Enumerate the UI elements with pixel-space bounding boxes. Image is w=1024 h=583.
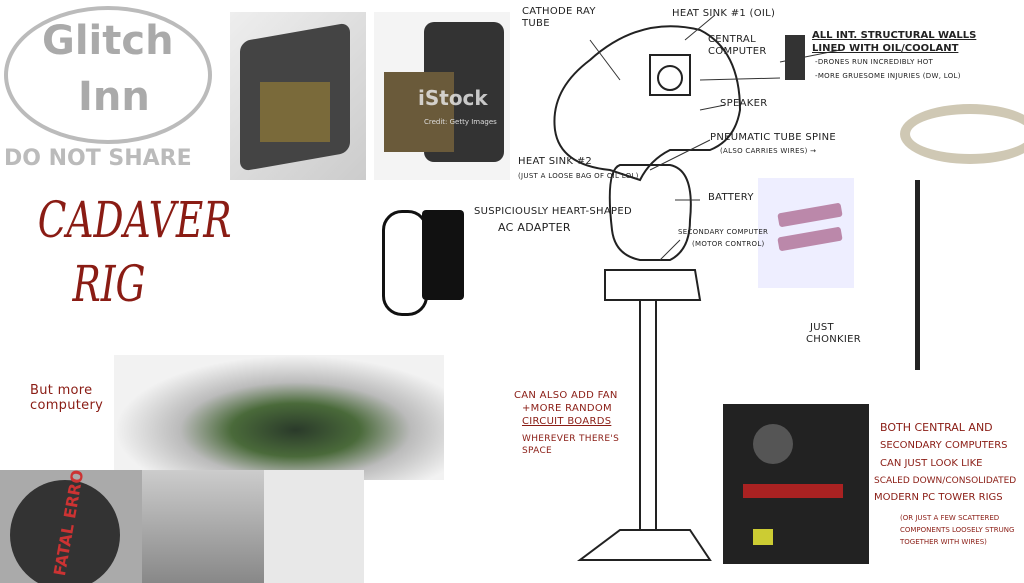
cadaver-rig-diagram <box>553 14 920 561</box>
stock-watermark: iStock <box>418 86 488 110</box>
pelvis <box>604 269 702 301</box>
battery-photo <box>758 178 854 288</box>
heat-sink-1-label: Heat Sink #1 (Oil) <box>672 8 776 19</box>
spine-sublabel: (Also carries wires) → <box>720 147 817 155</box>
crt-photo-2: iStock Credit: Getty Images <box>374 12 510 180</box>
secondary-computer-sublabel: (Motor Control) <box>692 240 765 248</box>
fan-note-1: Can also add fan <box>514 390 618 401</box>
spine-pole <box>639 299 657 531</box>
error-screen-frame-1: FATAL ERROR <box>0 470 142 583</box>
crt-photo-1 <box>230 12 366 180</box>
chonkier-label-1: Just <box>810 322 834 333</box>
fan-note-3: circuit boards <box>522 416 612 427</box>
pc-note-7: components loosely strung <box>900 526 1015 534</box>
walls-note-point-2: -More gruesome injuries (dw, lol) <box>815 72 961 80</box>
pc-note-6: (or just a few scattered <box>900 514 1000 522</box>
pc-note-3: can just look like <box>880 458 983 469</box>
walls-note-point-1: -Drones run incredibly hot <box>815 58 934 66</box>
wall-sample-icon <box>785 35 805 80</box>
spine-label: Pneumatic Tube Spine <box>710 132 836 143</box>
pc-note-5: modern PC tower rigs <box>874 492 1003 503</box>
pc-note-1: Both central and <box>880 421 993 434</box>
heat-sink-2-sublabel: (Just a loose bag of oil lol) <box>518 172 639 180</box>
page-title: CADAVER RIG <box>37 191 232 313</box>
error-screen-frame-2 <box>142 470 264 583</box>
glitch-inn-logo: Glitch Inn <box>4 6 212 144</box>
pc-note-4: scaled down/consolidated <box>874 476 1017 486</box>
foot <box>577 529 712 561</box>
walls-note-title-2: Lined with Oil/Coolant <box>812 43 959 54</box>
adapter-label-2: AC Adapter <box>498 221 571 234</box>
crt-label: Cathode Ray Tube <box>522 6 596 29</box>
stock-credit: Credit: Getty Images <box>424 118 497 126</box>
tubing-photo <box>900 94 1024 174</box>
fan-note-2: +more random <box>522 403 612 414</box>
speaker-label: Speaker <box>720 98 768 109</box>
logo-line-2: Inn <box>78 74 150 120</box>
chonkier-label-2: Chonkier <box>806 334 862 345</box>
central-computer-label: Central Computer <box>708 34 767 57</box>
torso-outline <box>608 164 692 261</box>
pc-note-8: together with wires) <box>900 538 987 546</box>
walls-note-title-1: All Int. Structural Walls <box>812 30 977 41</box>
leader-lines <box>589 14 841 261</box>
more-computery-note: But more computery <box>30 383 104 413</box>
ac-adapter-photo <box>372 200 472 330</box>
pc-tower-photo <box>723 404 869 564</box>
central-computer-box <box>649 54 691 96</box>
do-not-share-watermark: DO NOT SHARE <box>4 146 192 171</box>
head-outline <box>553 25 742 182</box>
pc-note-2: secondary computers <box>880 440 1008 451</box>
fan-icon <box>657 65 683 91</box>
fan-note-5: space <box>522 446 553 456</box>
error-screen-frame-3 <box>264 470 364 583</box>
secondary-computer-label: Secondary Computer <box>678 228 769 236</box>
heat-sink-2-label: Heat Sink #2 <box>518 156 593 167</box>
battery-label: Battery <box>708 192 754 203</box>
scrap-pile-photo <box>114 355 444 480</box>
adapter-label-1: Suspiciously Heart-Shaped <box>474 206 632 217</box>
logo-line-1: Glitch <box>42 18 174 64</box>
fan-note-4: wherever there's <box>522 434 620 444</box>
